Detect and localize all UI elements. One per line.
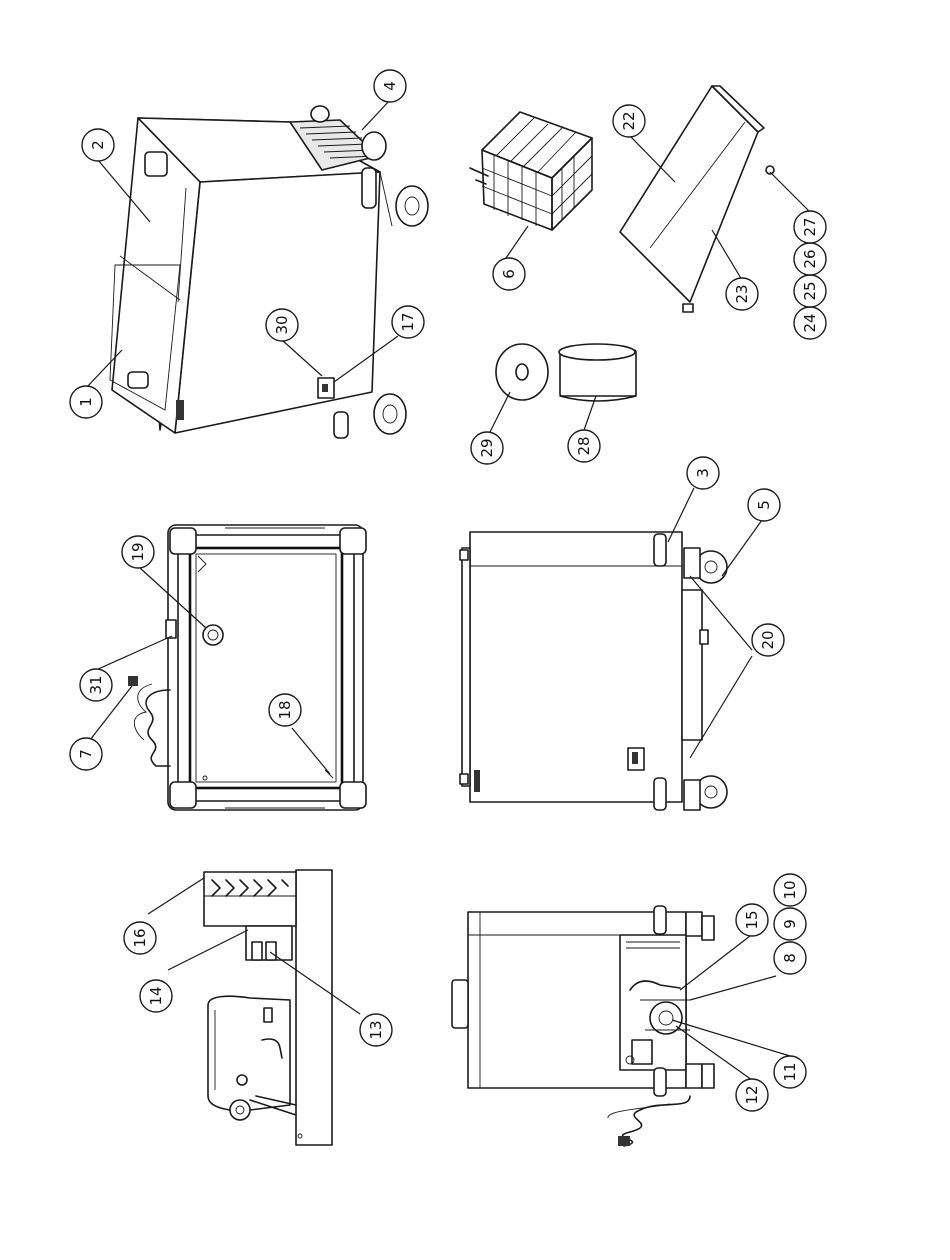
svg-text:25: 25	[801, 281, 819, 300]
callout-bubble-6: 6	[493, 258, 525, 290]
compressor-assembly-view	[204, 870, 332, 1145]
callout-bubble-29: 29	[471, 432, 503, 464]
callout-bubble-25: 25	[794, 275, 826, 307]
round-disk-part	[496, 344, 548, 400]
callout-bubble-16: 16	[124, 922, 156, 954]
callout-bubble-28: 28	[568, 430, 600, 462]
callout-bubble-3: 3	[687, 457, 719, 489]
svg-text:12: 12	[743, 1085, 761, 1104]
callout-bubble-5: 5	[748, 489, 780, 521]
callout-bubble-26: 26	[794, 243, 826, 275]
svg-text:10: 10	[781, 880, 799, 899]
svg-text:7: 7	[77, 749, 95, 759]
svg-text:18: 18	[276, 700, 294, 719]
callout-bubble-8: 8	[774, 942, 806, 974]
callout-bubble-4: 4	[374, 70, 406, 102]
svg-text:4: 4	[381, 81, 399, 91]
svg-text:24: 24	[801, 313, 819, 332]
callout-bubble-17: 17	[392, 306, 424, 338]
svg-text:17: 17	[399, 312, 417, 331]
callout-bubble-20: 20	[752, 624, 784, 656]
callout-bubble-18: 18	[269, 694, 301, 726]
svg-text:19: 19	[129, 542, 147, 561]
callout-bubble-9: 9	[774, 908, 806, 940]
callout-bubble-13: 13	[360, 1014, 392, 1046]
svg-text:30: 30	[273, 315, 291, 334]
callout-bubble-15: 15	[736, 904, 768, 936]
freezer-isometric-view	[110, 106, 428, 438]
svg-text:16: 16	[131, 928, 149, 947]
callout-bubble-2: 2	[82, 129, 114, 161]
freezer-side-view	[460, 532, 727, 810]
callout-bubble-30: 30	[266, 309, 298, 341]
svg-text:27: 27	[801, 217, 819, 236]
svg-text:14: 14	[147, 986, 165, 1005]
svg-text:13: 13	[367, 1020, 385, 1039]
svg-text:15: 15	[743, 910, 761, 929]
svg-text:22: 22	[620, 111, 638, 130]
svg-text:6: 6	[500, 269, 518, 279]
callout-bubble-14: 14	[140, 980, 172, 1012]
freezer-rear-view	[452, 906, 714, 1146]
svg-text:20: 20	[759, 630, 777, 649]
callout-bubble-27: 27	[794, 211, 826, 243]
callout-bubble-31: 31	[80, 669, 112, 701]
svg-text:29: 29	[478, 438, 496, 457]
svg-text:26: 26	[801, 249, 819, 268]
svg-text:9: 9	[781, 919, 799, 929]
svg-text:3: 3	[694, 468, 712, 478]
svg-text:1: 1	[77, 397, 95, 407]
svg-text:8: 8	[781, 953, 799, 963]
callout-bubble-12: 12	[736, 1079, 768, 1111]
callout-bubble-1: 1	[70, 386, 102, 418]
callout-bubble-19: 19	[122, 536, 154, 568]
callout-bubble-24: 24	[794, 307, 826, 339]
callout-bubble-10: 10	[774, 874, 806, 906]
cylinder-canister-part	[559, 344, 636, 401]
svg-text:11: 11	[781, 1062, 799, 1081]
svg-text:2: 2	[89, 140, 107, 150]
callout-bubble-7: 7	[70, 738, 102, 770]
freezer-top-view	[128, 525, 366, 810]
wire-basket-part	[470, 112, 592, 230]
callout-bubble-11: 11	[774, 1056, 806, 1088]
callout-bubble-22: 22	[613, 105, 645, 137]
svg-text:23: 23	[733, 284, 751, 303]
svg-text:28: 28	[575, 436, 593, 455]
svg-text:5: 5	[755, 500, 773, 510]
svg-text:31: 31	[87, 675, 105, 694]
callout-bubble-23: 23	[726, 278, 758, 310]
